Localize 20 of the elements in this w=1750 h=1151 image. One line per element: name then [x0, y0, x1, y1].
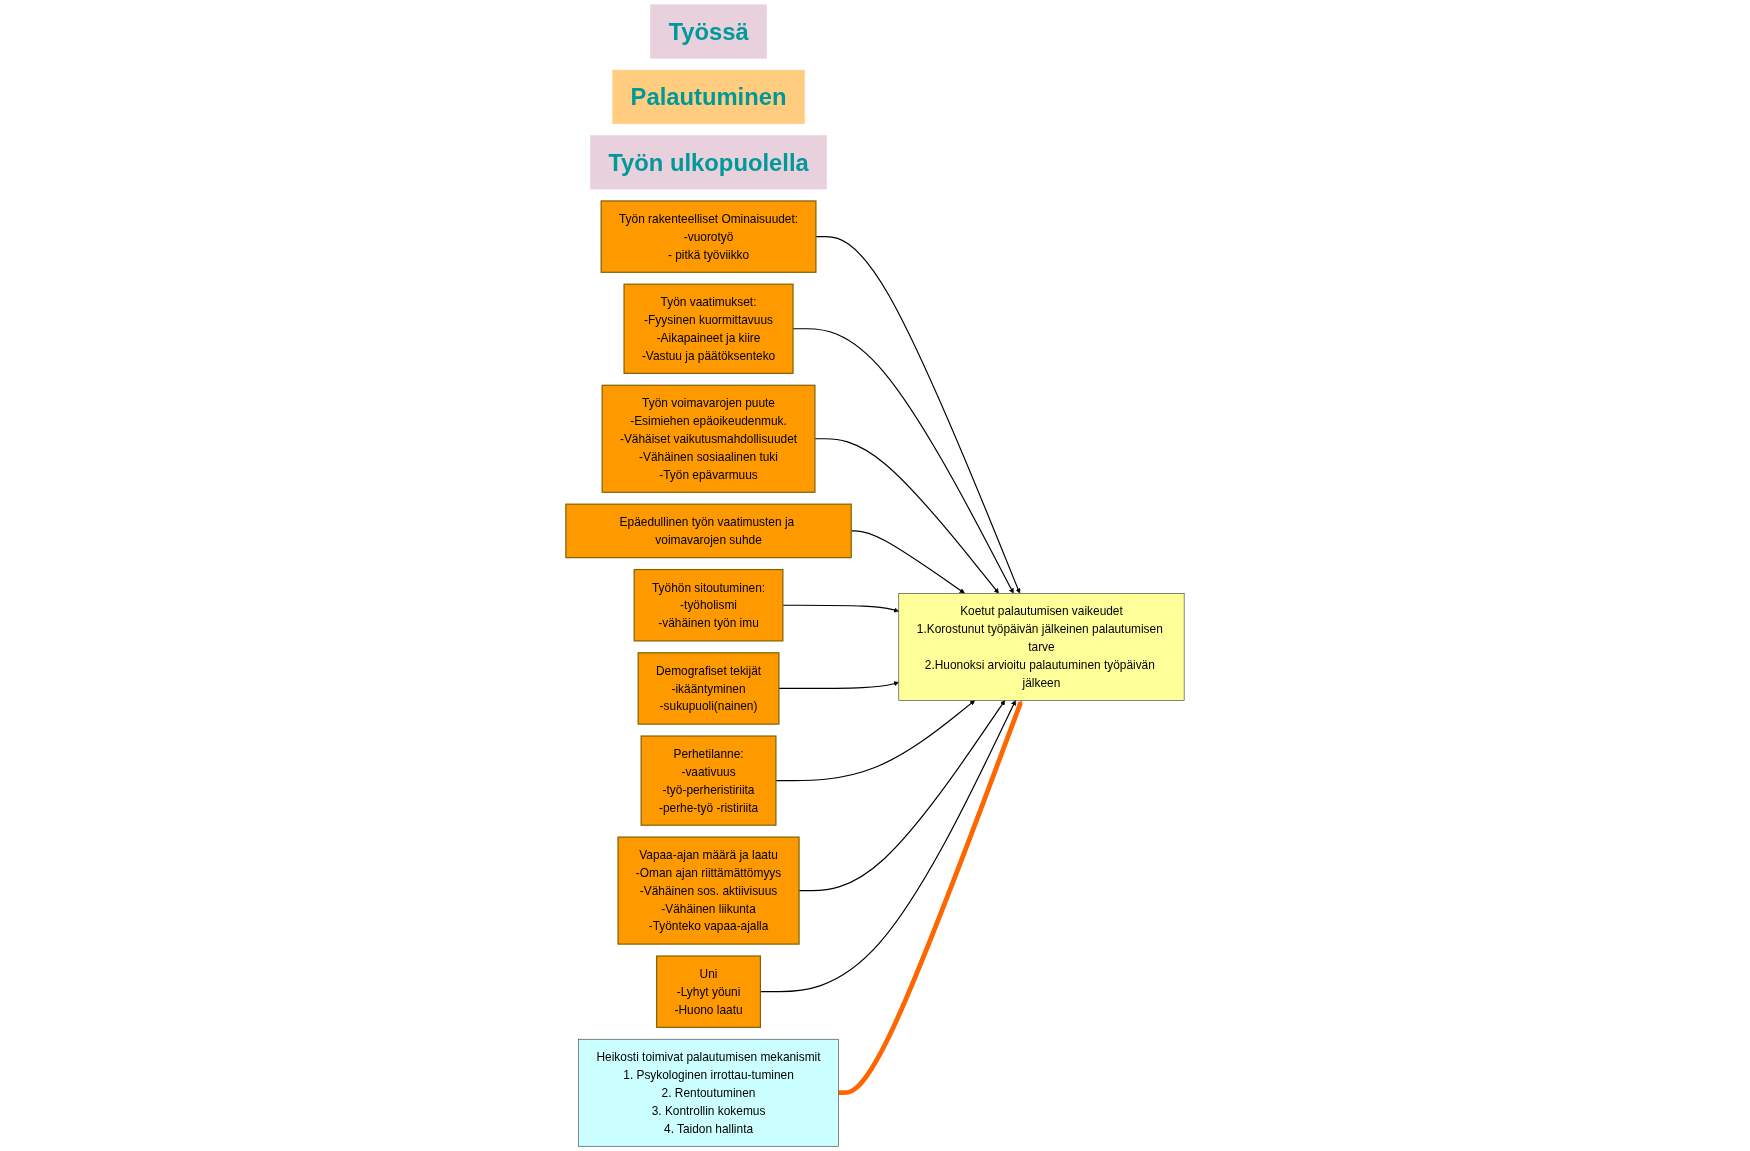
arrow	[775, 700, 976, 782]
node-box: Työn ulkopuolella	[590, 135, 827, 190]
node-box: Epäedullinen työn vaatimusten ja voimavarojen suhde	[565, 503, 852, 559]
arrow	[814, 438, 999, 594]
node-box: Työhön sitoutuminen: -työholismi -vähäinen työn imu	[633, 568, 784, 642]
node-box: Demografiset tekijät -ikääntyminen -sukupuoli(nainen)	[637, 652, 780, 725]
node-box: Työn voimavarojen puute -Esimiehen epäoikeudenmuk. -Vähäiset vaikutusmahdollisuudet -Vähäinen sosiaalinen tuki -Työn epävarmuus	[601, 384, 816, 493]
node-box: Palautuminen	[612, 69, 805, 124]
node-box: Uni -Lyhyt yöuni -Huono laatu	[656, 955, 761, 1028]
node-box: Perhetilanne: -vaativuus -työ-perheristiriita -perhe-työ -ristiriita	[640, 735, 777, 826]
arrow	[782, 604, 899, 613]
node-box: Heikosti toimivat palautumisen mekanismit 1. Psykologinen irrottau-tuminen 2. Rentoutuminen 3. Kontrollin kokemus 4. Taidon hallinta	[578, 1038, 839, 1147]
arrow	[778, 681, 899, 690]
node-box: Työn vaatimukset: -Fyysinen kuormittavuus -Aikapaineet ja kiire -Vastuu ja päätöksenteko	[623, 283, 794, 374]
arrow	[838, 700, 1023, 1096]
node-box: Koetut palautumisen vaikeudet 1.Korostunut työpäivän jälkeinen palautumisen tarve 2.Huonoksi arvioitu palautuminen työpäivän jälkeen	[898, 593, 1185, 701]
node-box: Työssä	[650, 4, 767, 59]
node-box: Vapaa-ajan määrä ja laatu -Oman ajan riittämättömyys -Vähäinen sos. aktiivisuus -Vähäinen liikunta -Työnteko vapaa-ajalla	[617, 836, 800, 945]
node-box: Työn rakenteelliset Ominaisuudet: -vuorotyö - pitkä työviikko	[600, 200, 817, 273]
arrow	[815, 236, 1021, 594]
